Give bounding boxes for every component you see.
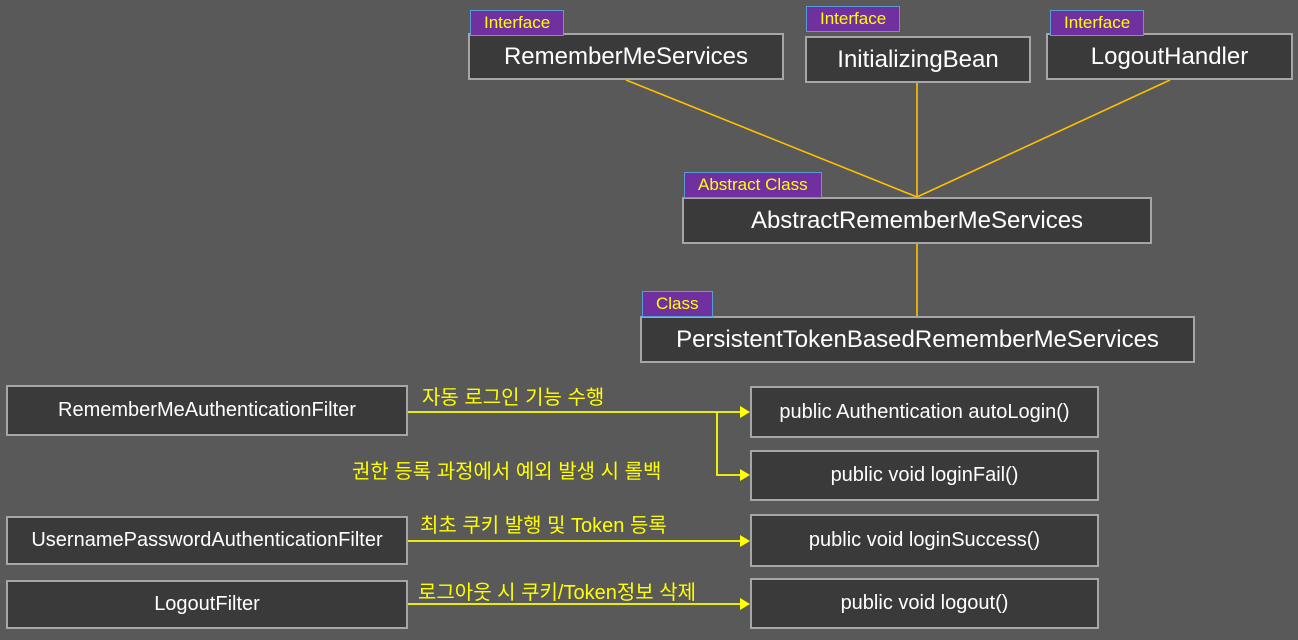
node-logouthandler: LogoutHandler (1046, 33, 1293, 80)
node-remembermeservices: RememberMeServices (468, 33, 784, 80)
arrowhead-loginfail (740, 469, 750, 481)
node-persistenttokenbasedremembermeservices: PersistentTokenBasedRememberMeServices (640, 316, 1195, 363)
node-method-logout: public void logout() (750, 578, 1099, 629)
arrowhead-logout (740, 598, 750, 610)
arrow-loginfail (716, 412, 740, 476)
stereotype-badge-abstract-class: Abstract Class (684, 172, 822, 198)
arrow-label-loginfail: 권한 등록 과정에서 예외 발생 시 롤백 (352, 461, 662, 483)
node-abstractremembermeservices: AbstractRememberMeServices (682, 197, 1152, 244)
inherit-line-logouthandler (916, 79, 1171, 198)
arrowhead-loginsuccess (740, 535, 750, 547)
arrow-label-autologin: 자동 로그인 기능 수행 (422, 387, 605, 409)
node-usernamepasswordauthenticationfilter: UsernamePasswordAuthenticationFilter (6, 516, 408, 565)
node-initializingbean: InitializingBean (805, 36, 1031, 83)
node-logoutfilter: LogoutFilter (6, 580, 408, 629)
node-method-loginsuccess: public void loginSuccess() (750, 514, 1099, 567)
stereotype-badge-interface-2: Interface (806, 6, 901, 32)
node-method-autologin: public Authentication autoLogin() (750, 386, 1099, 438)
arrowhead-autologin (740, 406, 750, 418)
arrow-label-logout: 로그아웃 시 쿠키/Token정보 삭제 (418, 582, 696, 604)
node-remembermeauthenticationfilter: RememberMeAuthenticationFilter (6, 385, 408, 436)
stereotype-badge-interface-3: Interface (1050, 10, 1145, 36)
stereotype-badge-interface-1: Interface (470, 10, 565, 36)
node-method-loginfail: public void loginFail() (750, 450, 1099, 501)
arrow-label-loginsuccess: 최초 쿠키 발행 및 Token 등록 (420, 515, 667, 537)
stereotype-badge-class: Class (642, 291, 713, 317)
